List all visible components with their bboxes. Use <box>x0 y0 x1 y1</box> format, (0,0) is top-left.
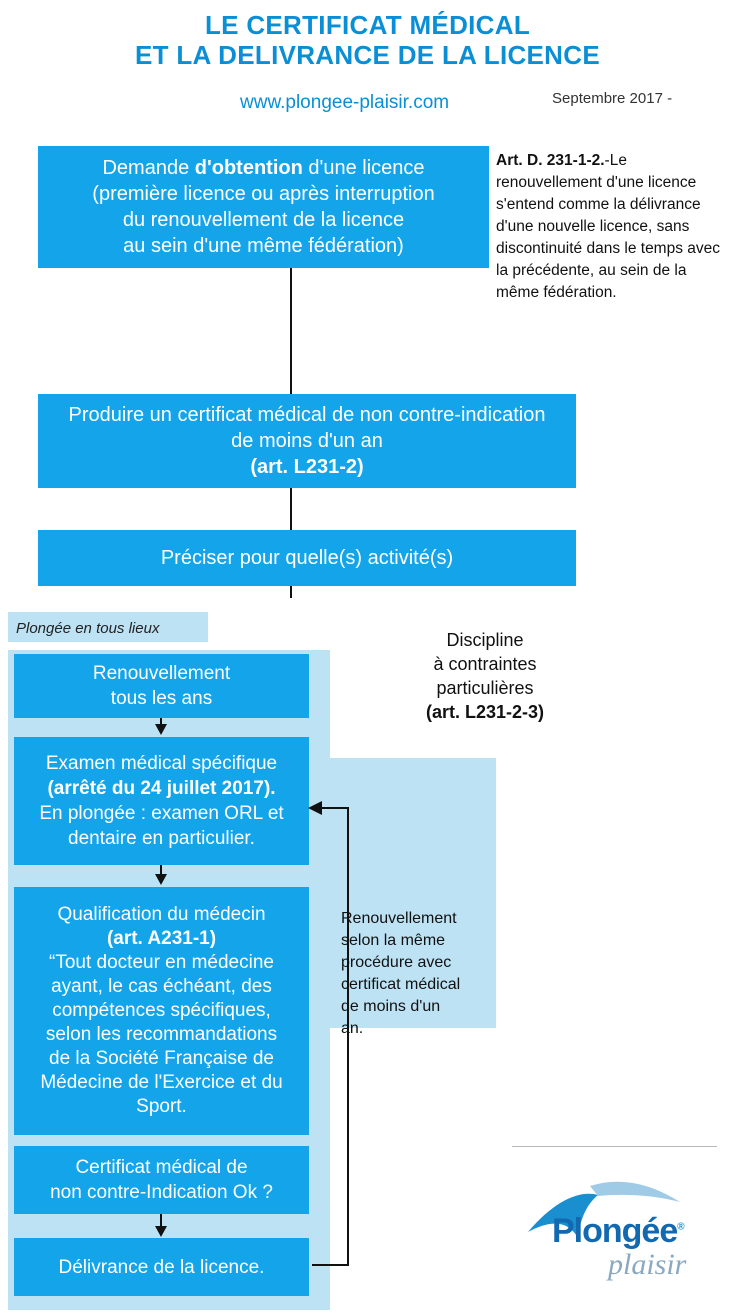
request-text-post: d'une licence <box>302 157 425 179</box>
renewal-note-line-5: de moins d'un <box>341 998 441 1015</box>
logo-trademark: ® <box>677 1221 684 1233</box>
discipline-line-3: particulières <box>436 678 534 698</box>
activity-box: Préciser pour quelle(s) activité(s) <box>38 530 576 586</box>
connector-3 <box>290 586 292 598</box>
page-title: LE CERTIFICAT MÉDICAL ET LA DELIVRANCE D… <box>0 10 735 70</box>
qual-line-3: “Tout docteur en médecine <box>49 952 274 973</box>
renewal-loop-arrow <box>308 801 349 1266</box>
title-line-2: ET LA DELIVRANCE DE LA LICENCE <box>135 40 600 70</box>
title-line-1: LE CERTIFICAT MÉDICAL <box>204 10 530 40</box>
website-link[interactable]: www.plongee-plaisir.com <box>240 92 450 113</box>
article-note: Art. D. 231-1-2.-Le renouvellement d'une… <box>496 150 732 304</box>
certificate-box: Produire un certificat médical de non co… <box>38 394 576 488</box>
qual-line-6: selon les recommandations <box>45 1024 278 1045</box>
logo-brand-main: Plongée <box>552 1212 678 1250</box>
discipline-line-2: à contraintes <box>433 654 537 674</box>
renewal-note-line-1: Renouvellement <box>341 910 457 927</box>
cert-ok-line-2: non contre-Indication Ok ? <box>50 1182 273 1203</box>
request-text-bold: d'obtention <box>194 157 303 179</box>
logo-word-main: Plongée® <box>552 1212 685 1251</box>
renewal-note-line-6: an. <box>341 1020 364 1037</box>
exam-line-2: (arrêté du 24 juillet 2017). <box>47 778 276 799</box>
arrow-1-head <box>155 724 167 735</box>
article-ref: Art. D. 231-1-2. <box>496 152 605 169</box>
branch-label-bg <box>8 612 208 642</box>
logo-swoosh-icon <box>528 1181 680 1238</box>
logo-word-script: plaisir <box>608 1248 687 1281</box>
discipline-line-4: (art. L231-2-3) <box>425 702 545 722</box>
logo-divider <box>512 1146 717 1147</box>
request-text-pre: Demande <box>102 157 195 179</box>
renewal-note: Renouvellement selon la même procédure a… <box>341 908 491 1040</box>
qual-line-5: compétences spécifiques, <box>52 1000 271 1021</box>
renewal-note-line-4: certificat médical <box>341 976 461 993</box>
exam-line-3: En plongée : examen ORL et <box>39 803 284 824</box>
arrow-2-shaft <box>160 865 162 876</box>
licence-delivery-box: Délivrance de la licence. <box>14 1238 309 1296</box>
arrow-2-head <box>155 874 167 885</box>
discipline-line-1: Discipline <box>446 630 524 650</box>
connector-2 <box>290 488 292 530</box>
arrow-3-head <box>155 1226 167 1237</box>
article-text: -Le renouvellement d'une licence s'enten… <box>496 152 721 301</box>
qual-line-7: de la Société Française de <box>49 1048 274 1069</box>
qual-line-9: Sport. <box>136 1096 187 1117</box>
renewal-line-1: Renouvellement <box>92 663 231 684</box>
publication-date: Septembre 2017 - <box>552 90 673 107</box>
certificate-ok-box: Certificat médical de non contre-Indicat… <box>14 1146 309 1214</box>
renewal-note-line-2: selon la même <box>341 932 446 949</box>
activity-label: Préciser pour quelle(s) activité(s) <box>160 547 454 569</box>
brand-logo: Plongée® plaisir <box>520 1160 720 1300</box>
renewal-note-line-3: procédure avec <box>341 954 452 971</box>
connector-1 <box>290 268 292 394</box>
qual-line-4: ayant, le cas échéant, des <box>51 976 272 997</box>
exam-box: Examen médical spécifique (arrêté du 24 … <box>14 737 309 865</box>
exam-line-4: dentaire en particulier. <box>68 828 255 849</box>
doctor-qualification-box: Qualification du médecin (art. A231-1) “… <box>14 887 309 1135</box>
renewal-line-2: tous les ans <box>110 688 213 709</box>
request-line-2: (première licence ou après interruption <box>92 183 435 205</box>
qual-line-1: Qualification du médecin <box>57 904 266 925</box>
arrow-1-shaft <box>160 718 162 726</box>
arrow-3-shaft <box>160 1214 162 1228</box>
renewal-note-bg <box>330 758 496 1028</box>
renewal-box: Renouvellement tous les ans <box>14 654 309 718</box>
qual-line-8: Médecine de l'Exercice et du <box>40 1072 283 1093</box>
request-line-3: du renouvellement de la licence <box>122 209 405 231</box>
certificate-line-2: de moins d'un an <box>231 430 383 452</box>
request-line-4: au sein d'une même fédération) <box>123 235 404 257</box>
request-licence-box: Demande d'obtention d'une licence (premi… <box>38 146 489 268</box>
delivery-label: Délivrance de la licence. <box>58 1256 265 1278</box>
certificate-line-1: Produire un certificat médical de non co… <box>68 404 546 426</box>
branch-label: Plongée en tous lieux <box>16 620 160 637</box>
exam-line-1: Examen médical spécifique <box>45 753 278 774</box>
request-line-1: Demande d'obtention d'une licence <box>102 155 424 181</box>
qual-line-2: (art. A231-1) <box>106 928 217 949</box>
discipline-label: Discipline à contraintes particulières (… <box>405 628 565 724</box>
cert-ok-line-1: Certificat médical de <box>75 1157 248 1178</box>
certificate-line-3: (art. L231-2) <box>250 456 364 478</box>
